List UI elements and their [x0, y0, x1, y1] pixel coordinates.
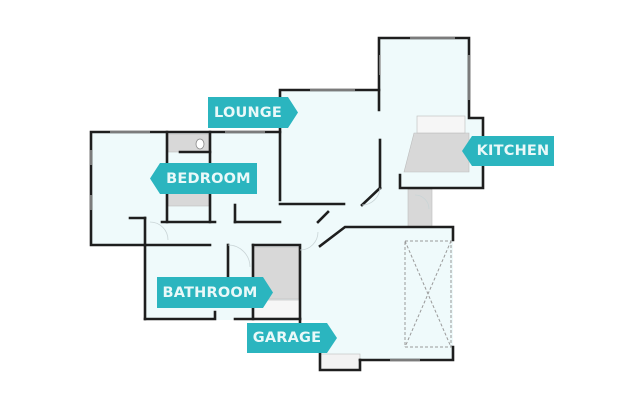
kitchen-counter: [403, 132, 470, 173]
windows: [90, 37, 470, 361]
room-label-bedroom: BEDROOM: [150, 163, 257, 194]
room-label-text: BEDROOM: [166, 170, 251, 187]
room-label-text: BATHROOM: [162, 284, 258, 301]
garage-door-outline: [404, 240, 452, 348]
room-label-text: GARAGE: [252, 330, 322, 346]
room-label-lounge: LOUNGE: [208, 97, 298, 128]
room-label-text: LOUNGE: [214, 104, 282, 121]
fixtures: [167, 115, 470, 371]
room-label-garage: GARAGE: [247, 323, 337, 353]
room-label-kitchen: KITCHEN: [462, 136, 554, 166]
toilet-icon: [195, 138, 205, 150]
door-swings: [149, 187, 430, 268]
utility-room: [407, 188, 433, 228]
room-label-text: KITCHEN: [476, 143, 550, 159]
kitchen-upper-counter: [416, 115, 466, 134]
room-label-bathroom: BATHROOM: [157, 277, 273, 308]
garage-storage: [319, 353, 361, 371]
